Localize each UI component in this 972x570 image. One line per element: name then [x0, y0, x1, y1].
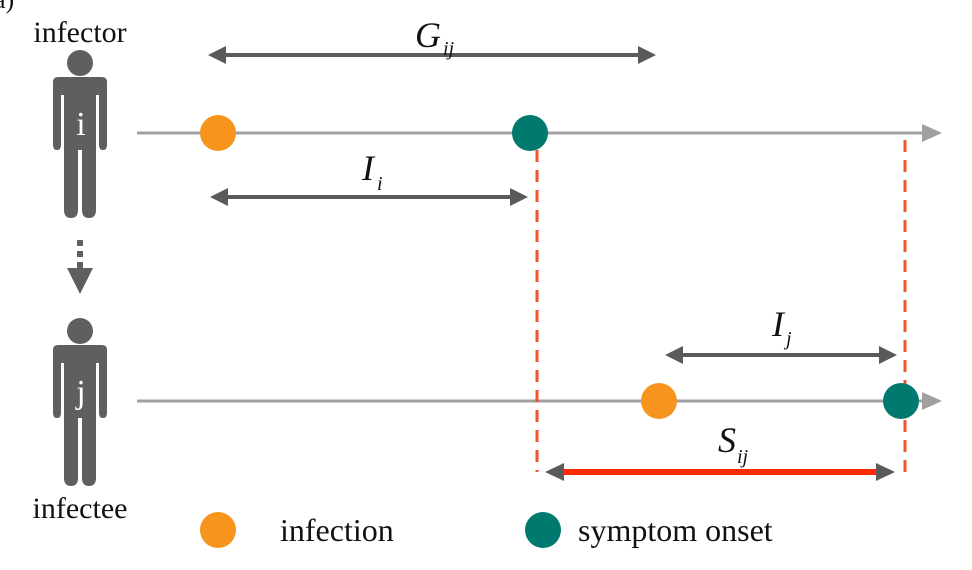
- incubation-i-symbol: I: [361, 148, 376, 188]
- infectee-glyph: j: [75, 374, 85, 411]
- legend-infection-swatch: [200, 512, 236, 548]
- legend-onset-label: symptom onset: [578, 512, 773, 548]
- incubation-i-arrow: [210, 188, 528, 206]
- infector-label: infector: [33, 16, 126, 49]
- legend-onset-swatch: [525, 512, 561, 548]
- incubation-j-symbol: I: [771, 304, 786, 344]
- infectee-onset-dot: [883, 383, 919, 419]
- infectee-label: infectee: [33, 492, 128, 525]
- incubation-j-sub: j: [783, 328, 792, 350]
- incubation-j-arrow: [665, 346, 897, 364]
- infector-glyph: i: [76, 106, 85, 143]
- infector-infection-dot: [200, 115, 236, 151]
- transmission-arrow-icon: [67, 240, 93, 294]
- serial-interval-symbol: S: [718, 420, 736, 460]
- incubation-i-sub: i: [377, 173, 383, 195]
- panel-label: a): [0, 0, 14, 14]
- infectee-infection-dot: [641, 383, 677, 419]
- infectee-timeline: [137, 392, 942, 410]
- generation-interval-symbol: G: [415, 15, 441, 55]
- legend-infection-label: infection: [280, 512, 394, 548]
- serial-interval-arrow: [545, 463, 895, 481]
- generation-interval-arrow: [208, 46, 656, 64]
- infector-onset-dot: [512, 115, 548, 151]
- generation-interval-sub: ij: [443, 38, 455, 60]
- serial-interval-sub: ij: [737, 446, 749, 468]
